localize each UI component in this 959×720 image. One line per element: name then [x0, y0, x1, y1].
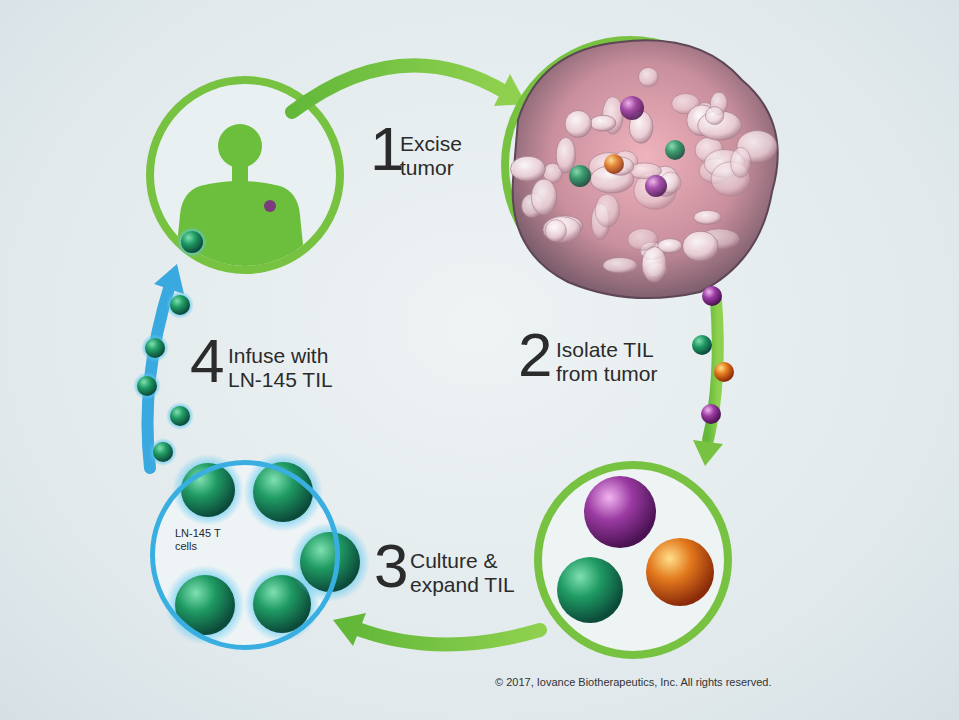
callout-number: 1 [370, 118, 404, 180]
tumor-mass [513, 40, 778, 298]
tumor-nodule [731, 147, 751, 177]
step-label: Excise tumor [400, 132, 512, 180]
step-label: Isolate TIL from tumor [556, 338, 684, 386]
tumor-nodule [694, 210, 722, 224]
step-arrow [355, 628, 540, 645]
tumor-nodule [628, 229, 658, 251]
tumor-nodule [639, 67, 659, 86]
tumor-cells [569, 96, 685, 197]
tumor-nodule [683, 231, 719, 261]
arrow-head [333, 613, 366, 646]
tumor-nodule [556, 137, 575, 173]
expanded-cells-circle: LN-145 T cells [150, 460, 340, 650]
til-cells [557, 476, 714, 623]
node-label: LN-145 T cells [175, 527, 233, 553]
step-label: Infuse with LN-145 TIL [228, 344, 358, 392]
tumor-nodule [543, 217, 581, 243]
tumor-nodules [511, 67, 778, 282]
callout-number: 2 [518, 324, 552, 386]
step-label: Culture & expand TIL [410, 549, 540, 597]
tumor-nodule [590, 115, 616, 131]
copyright-note: © 2017, Iovance Biotherapeutics, Inc. Al… [495, 676, 772, 688]
callout-number: 4 [190, 330, 224, 392]
tumor-nodule [531, 179, 556, 215]
tumor-nodule [595, 194, 619, 227]
isolated-cells [692, 286, 734, 424]
cells-circle [538, 465, 728, 655]
step-arrow [292, 65, 505, 112]
tumor-nodule [603, 257, 637, 273]
callout-number: 3 [374, 535, 408, 597]
arrow-head [693, 440, 723, 466]
tumor-spot [264, 200, 276, 212]
arrow-head [154, 264, 184, 294]
tumor-nodule [511, 156, 546, 181]
person-silhouette [174, 124, 306, 275]
tumor-nodule [545, 220, 566, 242]
tumor-nodule [642, 247, 667, 283]
tumor-nodule [565, 110, 592, 137]
tumor-nodule [705, 107, 723, 125]
